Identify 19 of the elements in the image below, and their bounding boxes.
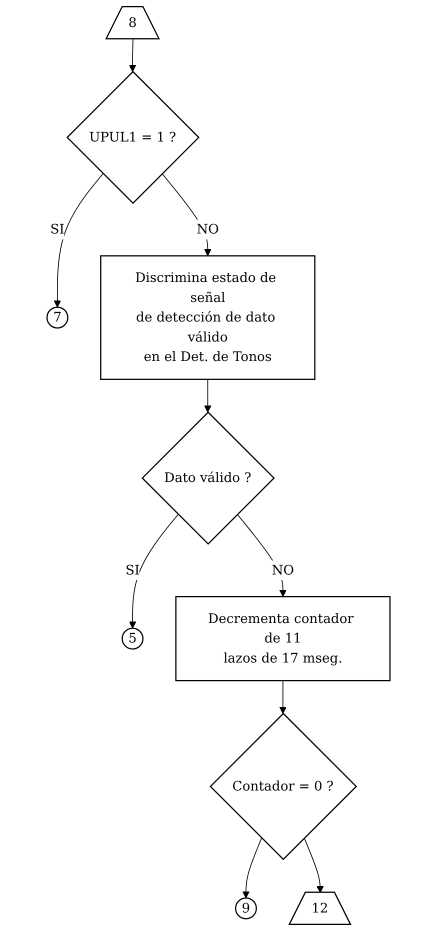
node-box: Discrimina estado de señal de detección de dato válido en el Det. de Tonos [100, 255, 316, 380]
arrow [304, 838, 324, 894]
node-box: Decrementa contador de 11 lazos de 17 mseg. [175, 596, 391, 682]
edge-label: NO [272, 562, 294, 578]
arrow [242, 838, 262, 898]
node-diamond: Dato válido ? [141, 411, 275, 545]
edge-label: SI [50, 221, 65, 237]
edge-label: NO [196, 221, 219, 237]
arrow [128, 38, 136, 72]
node-circle: 7 [46, 306, 68, 329]
arrow [204, 378, 212, 413]
node-circle: 5 [122, 628, 144, 650]
edge-label: SI [125, 562, 140, 578]
arrow [54, 173, 104, 308]
arrow [128, 514, 179, 629]
node-circle: 9 [234, 897, 257, 920]
node-diamond: UPUL1 = 1 ? [66, 70, 200, 204]
arrow [279, 680, 287, 714]
node-diamond: Contador = 0 ? [210, 712, 358, 860]
